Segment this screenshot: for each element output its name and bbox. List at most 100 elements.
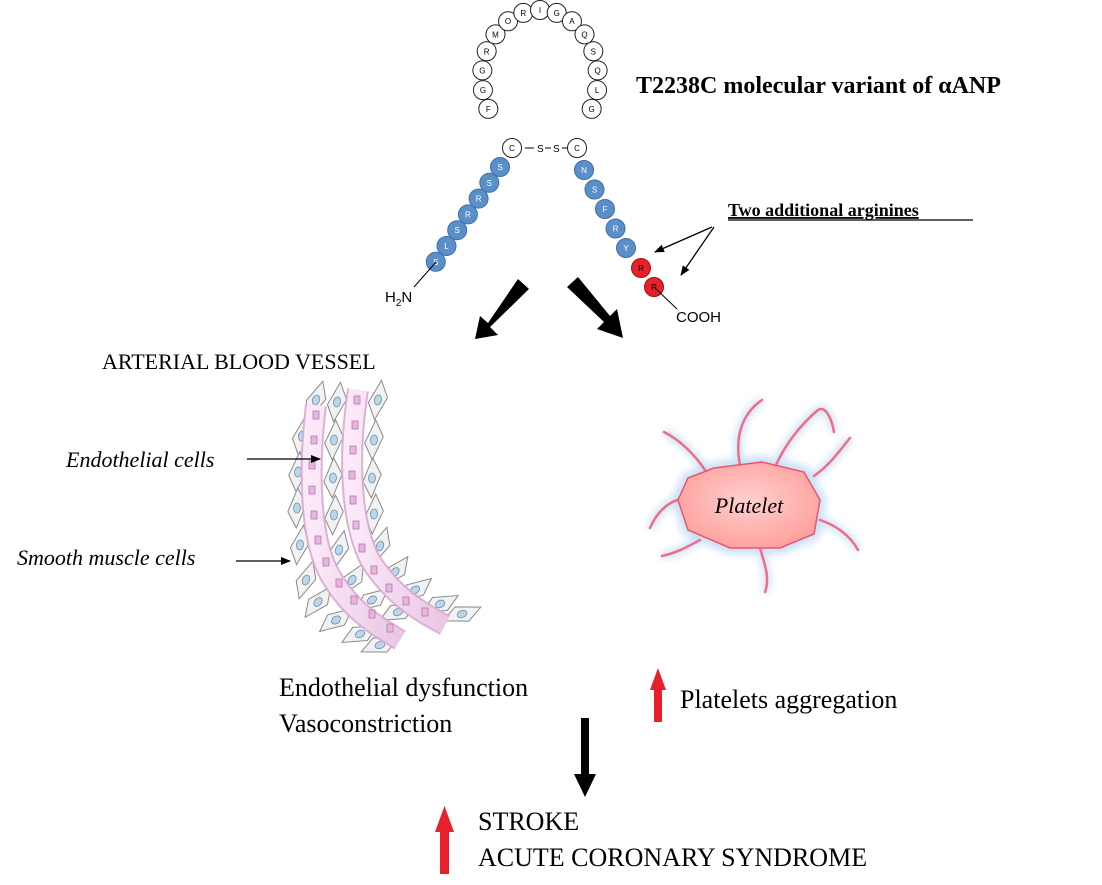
n-terminus-bond <box>413 261 437 288</box>
residue-loop: L <box>587 80 608 101</box>
arterial-vessel-illustration <box>287 379 482 653</box>
smooth-muscle-cell <box>324 418 344 462</box>
residue-n-tail: R <box>457 204 478 225</box>
endothelial-cell-nucleus <box>386 623 394 633</box>
vessel-title: ARTERIAL BLOOD VESSEL <box>102 349 376 374</box>
smooth-muscle-cell <box>289 524 311 566</box>
residue-loop: G <box>546 2 567 23</box>
residue-n-tail: S <box>490 157 510 177</box>
smooth-muscle-cell <box>318 607 354 633</box>
residue-loop: R <box>513 2 534 23</box>
residue-cysteine-left: C <box>502 138 522 158</box>
residue-loop: G <box>581 98 602 119</box>
peptide-title: T2238C molecular variant of αANP <box>636 73 1001 99</box>
c-terminus-label: COOH <box>676 309 721 326</box>
residue-c-tail: S <box>584 179 605 200</box>
residue-letter: O <box>505 17 511 26</box>
flow-arrow-down <box>574 718 596 797</box>
residue-letter: R <box>484 47 490 56</box>
residue-letter: I <box>539 6 541 15</box>
callout-arrow-1 <box>654 226 713 253</box>
residue-loop: I <box>530 0 550 20</box>
residue-cysteine-right: C <box>567 138 587 158</box>
endothelial-cell-nucleus <box>351 420 359 430</box>
residue-c-tail: R <box>605 218 626 239</box>
residue-loop: S <box>583 41 604 62</box>
residue-letter: R <box>465 210 471 219</box>
residue-letter: S <box>591 47 596 56</box>
smooth-muscle-cell <box>367 379 389 421</box>
endothelial-cell-nucleus <box>349 495 357 505</box>
c-terminus-bond <box>653 286 678 310</box>
residue-letter: S <box>592 186 597 195</box>
residue-c-tail: F <box>595 199 615 219</box>
residue-letter: N <box>581 166 587 175</box>
increase-arrow-icon <box>650 668 666 722</box>
residue-c-tail: Y <box>616 238 636 258</box>
endothelial-cell-nucleus <box>308 460 316 470</box>
platelet-illustration: Platelet <box>646 397 862 594</box>
endothelial-cell-nucleus <box>349 445 357 455</box>
residue-letter: A <box>569 17 575 26</box>
smooth-muscle-cell <box>442 606 482 622</box>
residue-loop: G <box>472 60 493 81</box>
endothelial-cell-nucleus <box>358 543 366 553</box>
endothelial-cell-nucleus <box>308 485 316 495</box>
residue-loop: O <box>498 11 519 32</box>
residue-loop: F <box>478 98 499 119</box>
residue-letter: L <box>444 242 449 251</box>
smooth-muscle-cell <box>323 456 343 500</box>
residue-letter: G <box>479 66 485 75</box>
endothelial-cell-nucleus <box>350 595 358 605</box>
residue-letter: Q <box>595 66 601 75</box>
residue-letter: Y <box>623 244 629 253</box>
n-terminus-label: H2N <box>385 289 412 309</box>
effect-vasoconstriction: Vasoconstriction <box>279 709 452 738</box>
endothelial-label: Endothelial cells <box>65 447 214 472</box>
residue-loop: Q <box>574 24 595 45</box>
endothelial-cell-nucleus <box>335 578 343 588</box>
residue-letter: R <box>613 225 619 234</box>
flow-arrow-right <box>567 277 623 338</box>
endothelial-cell-nucleus <box>310 510 318 520</box>
endothelial-cell-nucleus <box>310 435 318 445</box>
smooth-muscle-cell <box>362 456 382 500</box>
residue-letter: L <box>595 86 600 95</box>
smooth-muscle-label: Smooth muscle cells <box>17 545 195 570</box>
endothelial-cell-nucleus <box>385 583 393 593</box>
residue-loop: A <box>561 11 582 32</box>
residue-n-tail: S <box>479 172 500 193</box>
residue-n-tail: L <box>436 236 457 256</box>
effect-endothelial-dysfunction: Endothelial dysfunction <box>279 673 528 702</box>
platelet-label: Platelet <box>714 493 784 518</box>
residue-letter: C <box>574 144 580 153</box>
residue-letter: G <box>589 105 595 114</box>
residue-letter: C <box>509 144 515 153</box>
endothelial-cell-nucleus <box>353 395 361 405</box>
outcome-stroke: STROKE <box>478 807 579 836</box>
residue-c-tail: N <box>574 160 594 180</box>
disulfide-s-right: S <box>553 144 560 155</box>
residue-n-tail: R <box>468 188 489 209</box>
arginines-callout: Two additional arginines <box>728 200 919 220</box>
residue-letter: S <box>497 163 502 172</box>
residue-loop: G <box>472 80 493 101</box>
increase-arrow-icon <box>435 806 454 874</box>
residue-letter: S <box>455 226 460 235</box>
residue-loop: R <box>476 41 497 62</box>
endothelial-cell-nucleus <box>352 520 360 530</box>
residue-letter: R <box>476 195 482 204</box>
residue-arginine-extra: R <box>631 258 651 278</box>
smooth-muscle-cell <box>364 418 384 462</box>
residue-letter: R <box>520 9 526 18</box>
outcome-acs: ACUTE CORONARY SYNDROME <box>478 843 867 872</box>
residue-n-tail: S <box>447 220 468 241</box>
endothelial-cell-nucleus <box>314 535 322 545</box>
residue-loop: M <box>485 24 506 45</box>
residue-letter: S <box>487 179 492 188</box>
peptide-structure: FGGRMORIGAQSQLGCCSSRRSLSNSFRYRR S S H2N … <box>385 0 1001 326</box>
residue-letter: G <box>554 9 560 18</box>
residue-n-tail: S <box>425 251 446 272</box>
